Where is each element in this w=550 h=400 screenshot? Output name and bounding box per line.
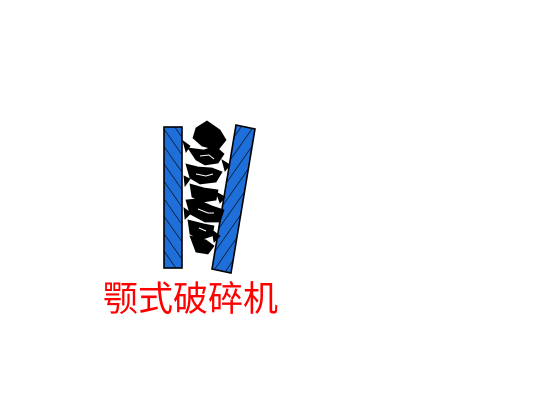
diagram-caption: 颚式破碎机 — [103, 280, 279, 320]
crushed-rock-fragments — [182, 120, 231, 255]
fixed-jaw-plate — [163, 126, 183, 269]
